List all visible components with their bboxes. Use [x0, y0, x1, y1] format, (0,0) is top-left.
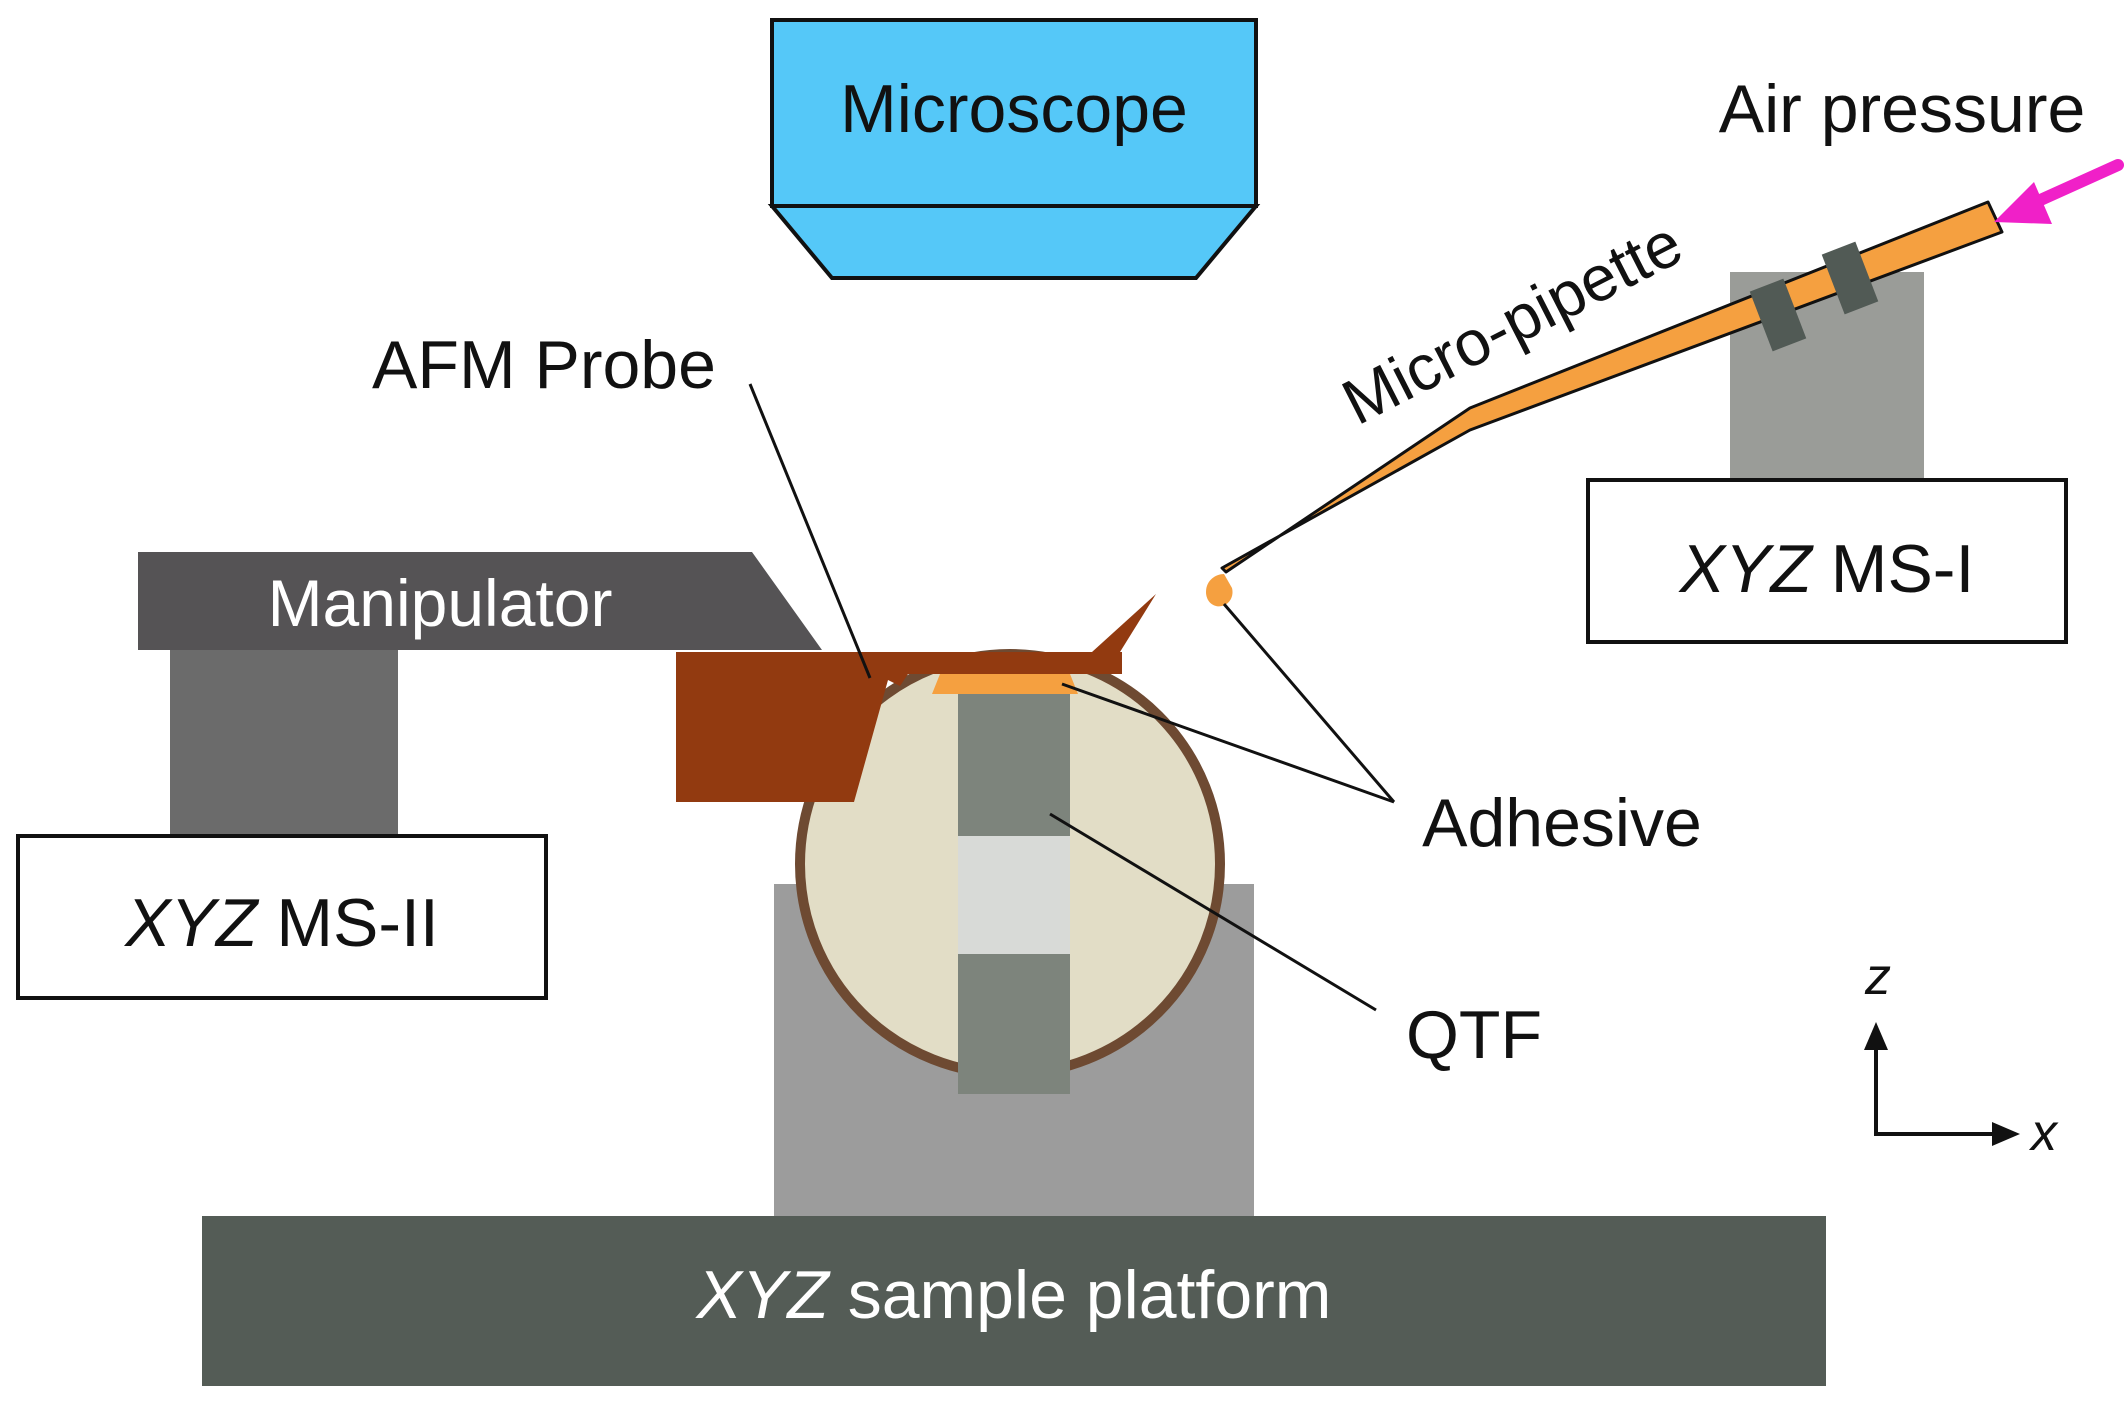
- ms2-box: [16, 834, 548, 1000]
- adhesive-label: Adhesive: [1422, 785, 1702, 861]
- ms2-label: XYZ MS-II: [123, 885, 439, 961]
- air-pressure-arrow: Air pressure: [1719, 71, 2124, 224]
- microscope-body: [770, 18, 1258, 208]
- z-axis-arrowhead: [1864, 1022, 1888, 1050]
- ms2-stage: Manipulator XYZ MS-II: [16, 552, 822, 1000]
- pipette-clamp-1: [1749, 278, 1807, 352]
- leader-afm-probe: [748, 383, 872, 679]
- ms2-post: [170, 648, 398, 836]
- leader-adhesive-qtf: [1061, 682, 1395, 804]
- leader-lines: [748, 383, 1396, 1012]
- sample-platform: XYZ sample platform: [202, 1216, 1826, 1386]
- x-axis-label: x: [2028, 1104, 2059, 1162]
- ms1-stage: XYZ MS-I: [1586, 272, 2068, 644]
- afm-probe-label: AFM Probe: [372, 327, 716, 403]
- pipette-clamp-2: [1821, 241, 1879, 315]
- ms1-box: [1586, 478, 2068, 644]
- axes-indicator: z x: [1864, 948, 2059, 1162]
- adhesive-layer: [932, 674, 1078, 694]
- afm-probe-tip: [1092, 594, 1156, 652]
- leader-qtf: [1049, 812, 1377, 1012]
- manipulator-label: Manipulator: [268, 566, 613, 640]
- platform-base: [202, 1216, 1826, 1386]
- x-axis-arrowhead: [1992, 1122, 2020, 1146]
- qtf-assembly: [795, 649, 1225, 1094]
- afm-probe-body: [676, 652, 1122, 802]
- air-pressure-label: Air pressure: [1719, 71, 2086, 147]
- leader-adhesive-pipette: [1222, 603, 1396, 803]
- qtf-window: [958, 836, 1070, 954]
- platform-label: XYZ sample platform: [695, 1257, 1332, 1333]
- manipulator-arm: [138, 552, 822, 650]
- microscope-objective: [767, 204, 1261, 280]
- microscope-label: Microscope: [840, 71, 1188, 147]
- afm-probe: [676, 594, 1156, 802]
- microscope: Microscope: [767, 18, 1261, 280]
- z-axis-label: z: [1864, 948, 1891, 1006]
- qtf-label: QTF: [1406, 997, 1542, 1073]
- ms1-label: XYZ MS-I: [1678, 531, 1975, 607]
- pipette-body: [1220, 200, 2004, 574]
- adhesive-droplet: [1206, 574, 1233, 607]
- air-arrow-head: [1994, 182, 2052, 224]
- air-arrow-shaft: [2030, 159, 2124, 208]
